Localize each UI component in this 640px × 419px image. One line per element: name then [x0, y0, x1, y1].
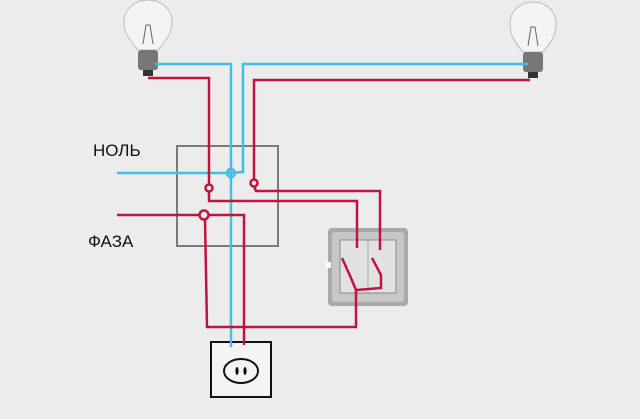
- light-bulb-left-icon: [123, 0, 173, 76]
- phase-label: ФАЗА: [88, 232, 134, 251]
- light-bulb-right-icon: [509, 1, 557, 78]
- double-switch: [326, 228, 408, 306]
- neutral-wires: [117, 62, 528, 347]
- neutral-label: НОЛЬ: [93, 141, 141, 160]
- junction-box: [176, 145, 279, 247]
- power-socket: [210, 341, 272, 398]
- phase-wires: [117, 76, 530, 345]
